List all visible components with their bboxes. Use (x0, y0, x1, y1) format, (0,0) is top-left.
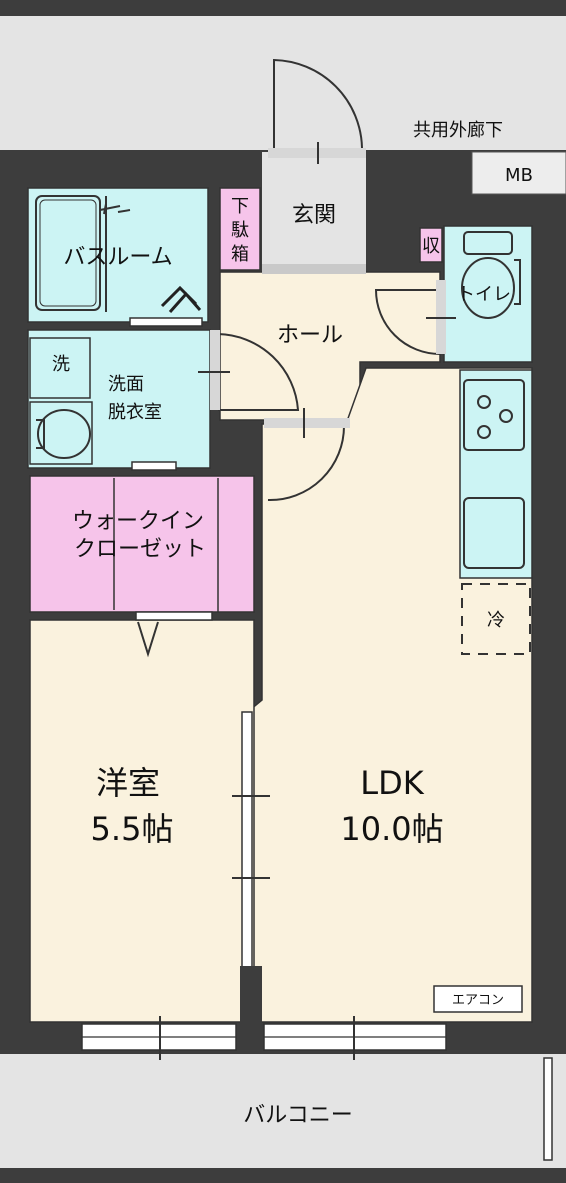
shoe-storage-area (219, 187, 261, 271)
ldk-label-1: LDK (360, 764, 424, 802)
vanity-faucet (36, 419, 45, 449)
column-stub (240, 966, 262, 1054)
burner-1 (477, 395, 491, 409)
toilet-bowl (461, 257, 515, 319)
shoe-storage-label-3: 箱 (231, 244, 249, 265)
washroom-label-2: 脱衣室 (108, 402, 162, 423)
toilet-label: トイレ (457, 284, 511, 305)
entrance-step (262, 264, 366, 274)
shower-icon (99, 203, 131, 215)
washing-machine-label: 洗 (52, 354, 70, 375)
hall-area (219, 271, 441, 421)
mb-label: MB (505, 165, 533, 186)
shoe-storage-label-2: 駄 (231, 220, 249, 241)
stove (463, 379, 525, 451)
balcony-rail (543, 1057, 553, 1161)
balcony-area (0, 1052, 566, 1170)
western-room-label-1: 洋室 (96, 764, 160, 802)
walk-in-closet-label-2: クローゼット (74, 537, 206, 562)
hall-label: ホール (277, 323, 343, 348)
corridor-label: 共用外廊下 (413, 120, 503, 141)
outside-top-area (0, 0, 566, 152)
bath-door-sill (129, 317, 203, 327)
closet-door (135, 611, 213, 621)
kitchen-counter (459, 369, 533, 579)
sink (463, 497, 525, 569)
ldk-door-swing (267, 425, 346, 502)
fridge-label: 冷 (487, 610, 505, 631)
ldk-door-sill (264, 418, 350, 428)
aircon-box (433, 985, 523, 1013)
storage-area (419, 227, 443, 263)
washroom-door-jamb (210, 330, 220, 410)
washbasin (37, 409, 91, 459)
toilet-door-swing (374, 289, 441, 355)
western-room-label-2: 5.5帖 (91, 810, 174, 848)
bathtub (35, 195, 101, 311)
toilet-side (514, 259, 521, 305)
balcony-label: バルコニー (243, 1103, 353, 1128)
toilet-tank (463, 231, 513, 255)
bathroom-area (27, 187, 209, 323)
vanity (29, 401, 93, 465)
mb-box (471, 151, 566, 195)
ldk-label-2: 10.0帖 (340, 810, 443, 848)
bathtub-inner (39, 199, 97, 307)
bathroom-label: バスルーム (63, 245, 172, 270)
washroom-sill (131, 461, 177, 471)
aircon-label: エアコン (452, 993, 504, 1008)
bath-mixer-icon (160, 285, 202, 313)
fridge-space (461, 583, 531, 655)
entrance-label: 玄関 (292, 203, 336, 228)
burner-2 (499, 409, 513, 423)
walk-in-closet-area (29, 475, 255, 613)
entrance-door-swing (273, 58, 363, 150)
sliding-door-track (241, 711, 253, 969)
washing-machine-area (29, 337, 91, 399)
top-border-line (0, 0, 566, 16)
shoe-storage-label-1: 下 (231, 196, 249, 217)
storage-label: 収 (422, 236, 440, 257)
walk-in-closet-label-1: ウォークイン (72, 509, 204, 534)
western-room-area (29, 619, 255, 1023)
entrance-area (262, 152, 366, 270)
washroom-door-swing (217, 333, 300, 411)
washroom-area (27, 329, 211, 469)
closet-fold-marker (137, 621, 159, 658)
toilet-area (443, 225, 533, 363)
bottom-border-line (0, 1168, 566, 1183)
washroom-label-1: 洗面 (108, 374, 144, 395)
burner-3 (477, 425, 491, 439)
